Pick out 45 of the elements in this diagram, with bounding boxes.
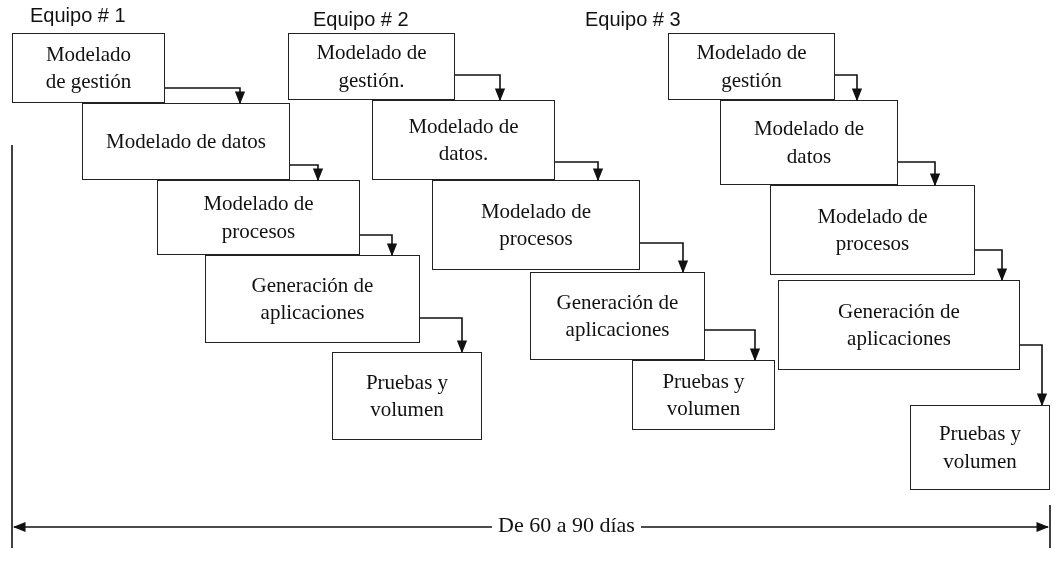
process-box bbox=[770, 185, 975, 275]
arrow bbox=[289, 164, 324, 182]
team-label: Equipo # 2 bbox=[313, 8, 409, 31]
process-box bbox=[432, 180, 640, 270]
arrow bbox=[359, 234, 398, 257]
process-box bbox=[372, 100, 555, 180]
box-text: Modelado de datos. bbox=[407, 112, 520, 167]
arrow bbox=[164, 87, 246, 105]
box-text: Pruebas y volumen bbox=[937, 420, 1023, 475]
box-text: Generación de aplicaciones bbox=[555, 288, 680, 343]
arrow bbox=[704, 329, 761, 362]
box-text: Modelado de datos bbox=[752, 115, 866, 170]
arrow bbox=[834, 74, 863, 102]
process-box bbox=[778, 280, 1020, 370]
box-text: Pruebas y volumen bbox=[661, 367, 746, 422]
process-box bbox=[288, 33, 455, 100]
process-box bbox=[632, 360, 775, 430]
box-text: Modelado de procesos bbox=[479, 197, 593, 252]
process-box bbox=[157, 180, 360, 255]
process-box bbox=[720, 100, 898, 185]
process-box bbox=[910, 405, 1050, 490]
box-text: Modelado de procesos bbox=[202, 190, 315, 245]
process-box bbox=[82, 103, 290, 180]
box-text: Modelado de datos bbox=[106, 127, 266, 155]
arrow bbox=[1019, 344, 1048, 407]
team-label: Equipo # 3 bbox=[585, 8, 681, 31]
process-box bbox=[332, 352, 482, 440]
arrow bbox=[639, 242, 689, 274]
arrow bbox=[419, 317, 468, 354]
box-text: Generación de aplicaciones bbox=[837, 297, 961, 352]
process-box bbox=[530, 272, 705, 360]
process-box bbox=[12, 33, 165, 103]
team-label: Equipo # 1 bbox=[30, 4, 126, 27]
box-text: Pruebas y volumen bbox=[364, 368, 450, 423]
process-box bbox=[205, 255, 420, 343]
process-box bbox=[668, 33, 835, 100]
box-text: Modelado de gestión. bbox=[315, 39, 428, 94]
box-text: Modelado de gestión bbox=[44, 40, 133, 95]
arrow bbox=[454, 74, 506, 102]
arrow bbox=[897, 161, 941, 187]
box-text: Generación de aplicaciones bbox=[250, 271, 375, 326]
arrow bbox=[554, 161, 604, 182]
box-text: Modelado de gestión bbox=[695, 39, 808, 94]
box-text: Modelado de procesos bbox=[816, 202, 929, 257]
arrow bbox=[974, 249, 1008, 282]
